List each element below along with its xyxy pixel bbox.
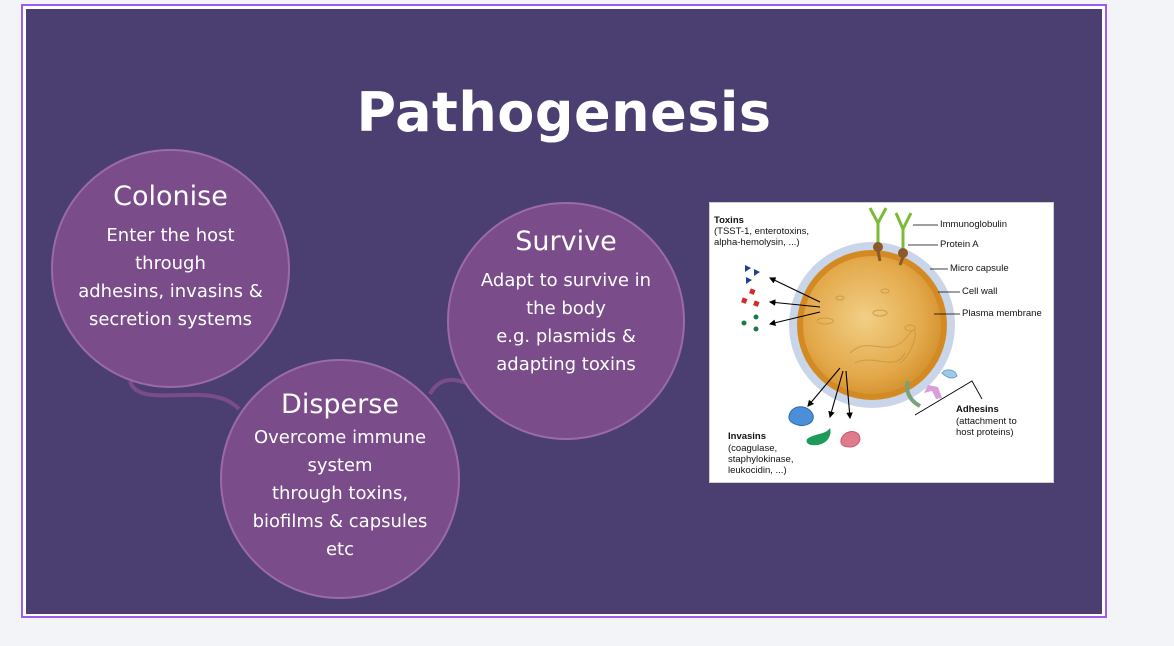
colonise-circle: Colonise Enter the host through adhesins… [51,149,290,388]
toxins-label: Toxins [714,215,744,226]
disperse-circle: Disperse Overcome immune system through … [220,359,460,599]
invasins-examples-line1: (coagulase, [728,443,778,454]
slide-canvas: Pathogenesis Colonise Enter the host thr… [26,9,1102,614]
survive-description: Adapt to survive in the body e.g. plasmi… [480,270,652,375]
toxins-examples-line2: alpha-hemolysin, ...) [714,237,800,248]
adhesins-description-line1: (attachment to [956,416,1017,427]
micro-capsule-label: Micro capsule [950,263,1009,274]
label-pointers [908,224,960,315]
toxin-arrows [768,277,821,326]
immunoglobulin-shapes [868,207,913,266]
invasins-examples-line3: leukocidin, ...) [728,465,787,476]
plasma-membrane-label: Plasma membrane [962,308,1042,319]
adhesin-shapes [905,369,983,416]
survive-circle: Survive Adapt to survive in the body e.g… [447,202,685,440]
cytoplasm [803,256,941,394]
disperse-heading: Disperse [281,389,399,420]
slide-title: Pathogenesis [356,81,772,144]
immunoglobulin-label: Immunoglobulin [940,219,1008,230]
invasins-label: Invasins [728,431,767,442]
internal-structures [816,288,916,364]
colonise-heading: Colonise [113,181,228,212]
disperse-description: Overcome immune system through toxins, b… [252,427,428,560]
adhesins-description-line2: host proteins) [956,427,1014,438]
adhesins-label: Adhesins [956,404,999,415]
connector-lines [128,377,467,411]
toxin-particles [741,265,760,332]
connector-colonise-disperse [128,380,241,411]
colonise-description: Enter the host through adhesins, invasin… [78,225,263,330]
toxins-examples-line1: (TSST-1, enterotoxins, [714,226,810,237]
invasin-shapes [788,406,861,448]
invasins-examples-line2: staphylokinase, [728,454,794,465]
survive-heading: Survive [515,226,617,257]
cell-wall-label: Cell wall [962,286,998,297]
staphylococcus-diagram: Toxins (TSST-1, enterotoxins, alpha-hemo… [709,202,1054,483]
connector-disperse-survive [428,377,467,396]
protein-a-label: Protein A [940,239,979,250]
bacterium-illustration [741,207,983,448]
invasin-arrows [807,367,853,420]
